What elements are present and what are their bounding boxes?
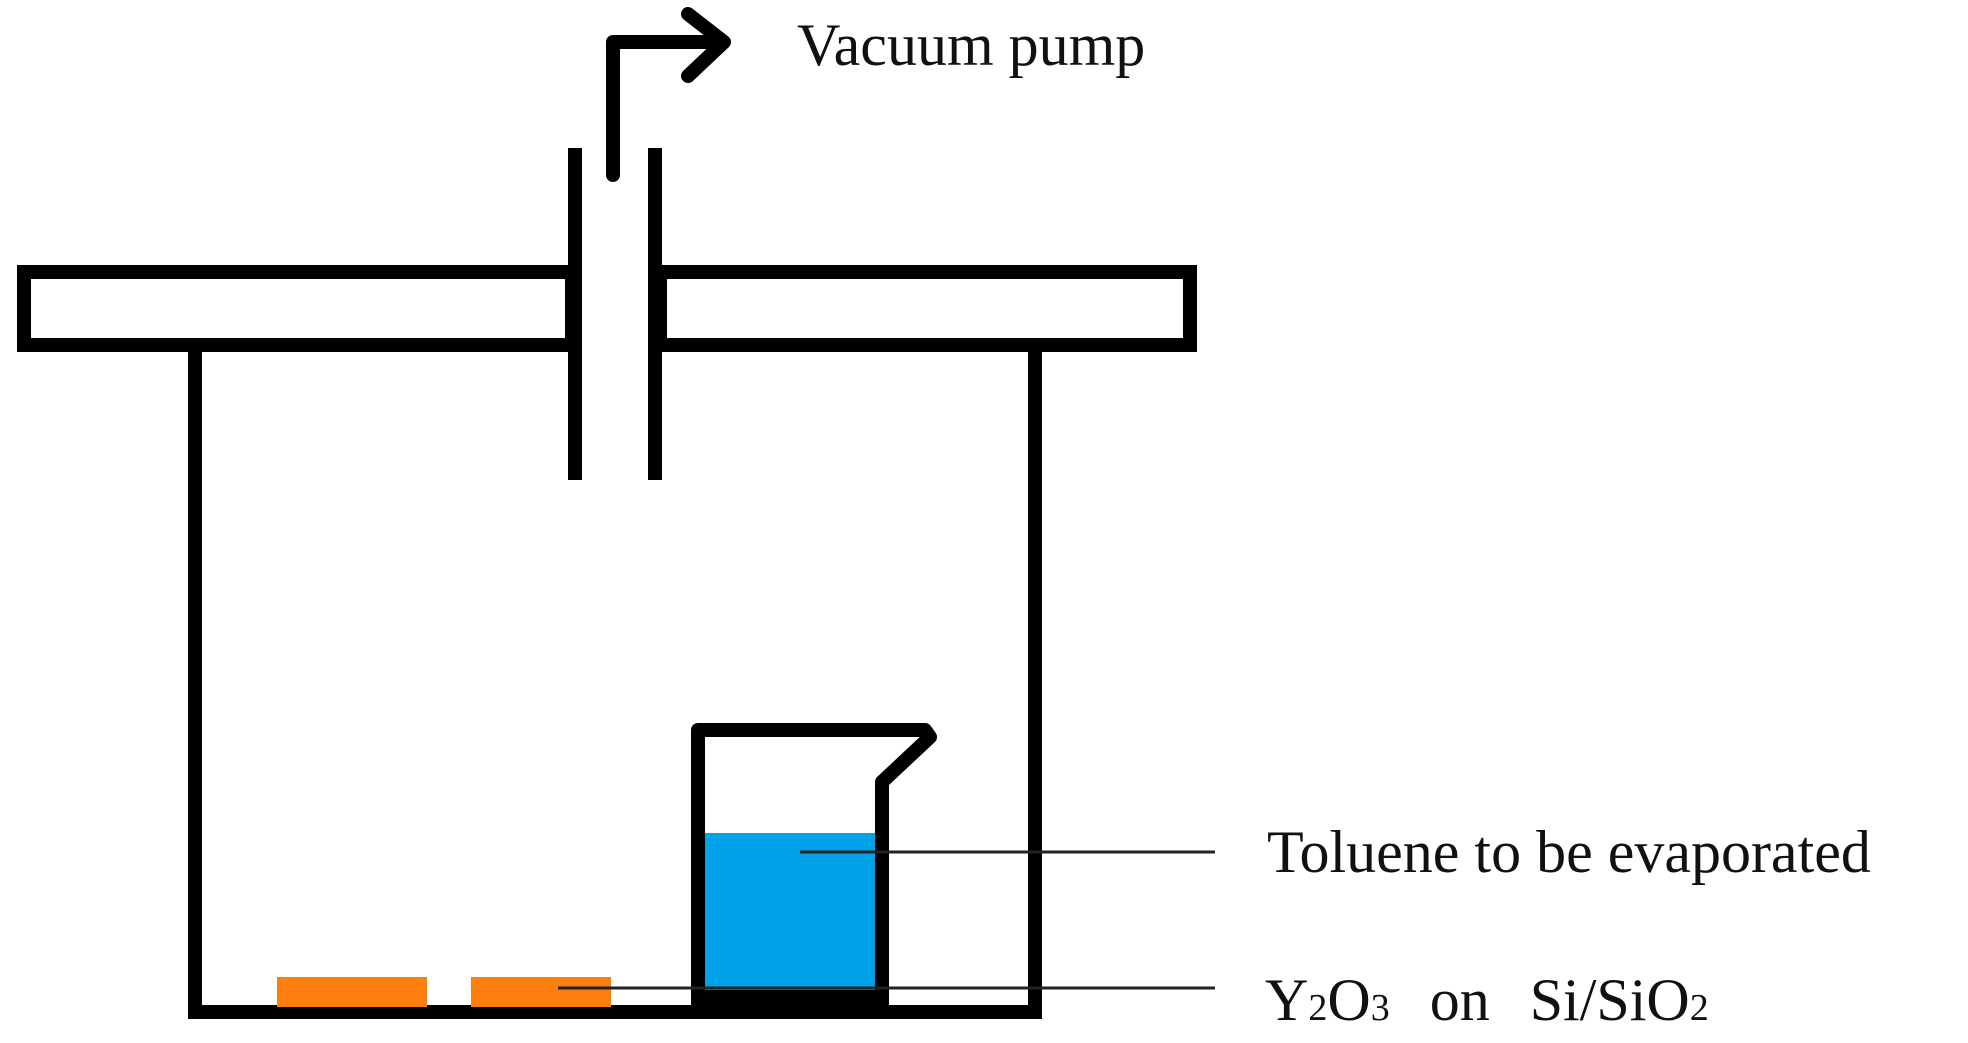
substrate-sample-right	[471, 977, 611, 1007]
beaker-base	[698, 990, 883, 1010]
chamber-lid-right	[653, 265, 1197, 352]
toluene-label: Toluene to be evaporated	[1267, 819, 1871, 885]
sample-label-y: Y	[1265, 967, 1308, 1033]
sample-label-on: on	[1430, 967, 1490, 1033]
substrate-label-sub: 2	[1690, 987, 1709, 1029]
chamber-lid-left	[17, 265, 579, 352]
toluene-liquid	[705, 833, 875, 993]
sample-label-o: O	[1327, 967, 1370, 1033]
sample-label-sub1: 2	[1308, 987, 1327, 1029]
substrate-label: Si/SiO	[1530, 967, 1690, 1033]
sample-label-sub2: 3	[1371, 987, 1390, 1029]
chamber-body	[188, 352, 1042, 1019]
substrate-sample-left	[277, 977, 427, 1007]
arrow-right-icon	[606, 7, 731, 182]
beaker-outline	[691, 723, 937, 1010]
vacuum-pump-label: Vacuum pump	[797, 12, 1145, 78]
